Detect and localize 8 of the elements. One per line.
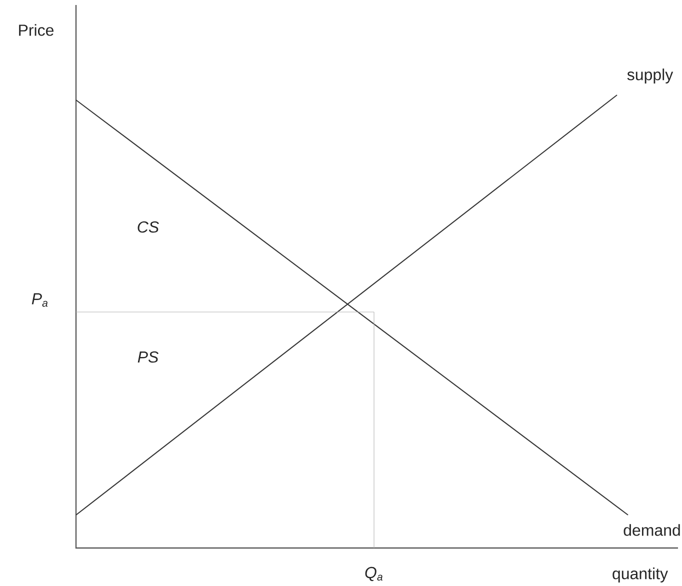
curve-label: supply (627, 68, 674, 84)
area-label: PS (138, 351, 158, 363)
axis-title: Price (19, 24, 54, 36)
quantity-label: Q$_{a}$ (365, 566, 382, 582)
curve-label: demand (624, 524, 680, 536)
area-label: CS (138, 221, 159, 233)
axis-title: quantity (612, 568, 668, 582)
price-label: P$_{a}$ (32, 293, 48, 307)
